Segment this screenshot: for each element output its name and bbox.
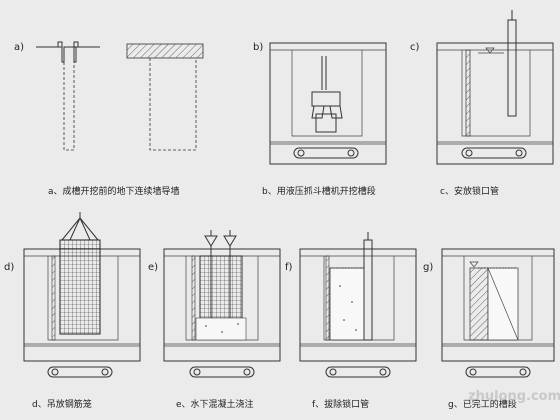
panel-letter: c) [410, 42, 419, 53]
panel-c: c) c、安放锁口管 [410, 10, 554, 197]
panel-b: b) b、用液压抓斗槽机开挖槽段 [253, 42, 387, 197]
panel-letter: g) [423, 262, 433, 273]
panel-d: d) d、吊放钢筋笼 [4, 212, 141, 410]
panel-caption: e、水下混凝土浇注 [176, 398, 254, 410]
panel-g: g) g、已完工的槽段 [423, 248, 555, 410]
panel-f: f) f、拔除锁口管 [285, 232, 417, 410]
panel-caption: c、安放锁口管 [440, 185, 499, 197]
panel-letter: d) [4, 262, 14, 273]
watermark: zhulong.com [468, 389, 560, 404]
panel-letter: a) [14, 42, 24, 53]
panel-e: e) e、水下混凝土浇注 [148, 230, 281, 410]
panel-caption: g、已完工的槽段 [448, 398, 517, 410]
panel-caption: a、成槽开挖前的地下连续墙导墙 [48, 185, 180, 197]
panel-caption: b、用液压抓斗槽机开挖槽段 [262, 185, 376, 197]
panel-a: a) a、成槽开挖前的地下连续墙导墙 [14, 41, 204, 197]
panel-letter: e) [148, 262, 158, 273]
panel-letter: f) [285, 262, 293, 273]
panel-letter: b) [253, 42, 263, 53]
panel-caption: d、吊放钢筋笼 [32, 398, 92, 410]
panel-caption: f、拔除锁口管 [312, 398, 369, 410]
